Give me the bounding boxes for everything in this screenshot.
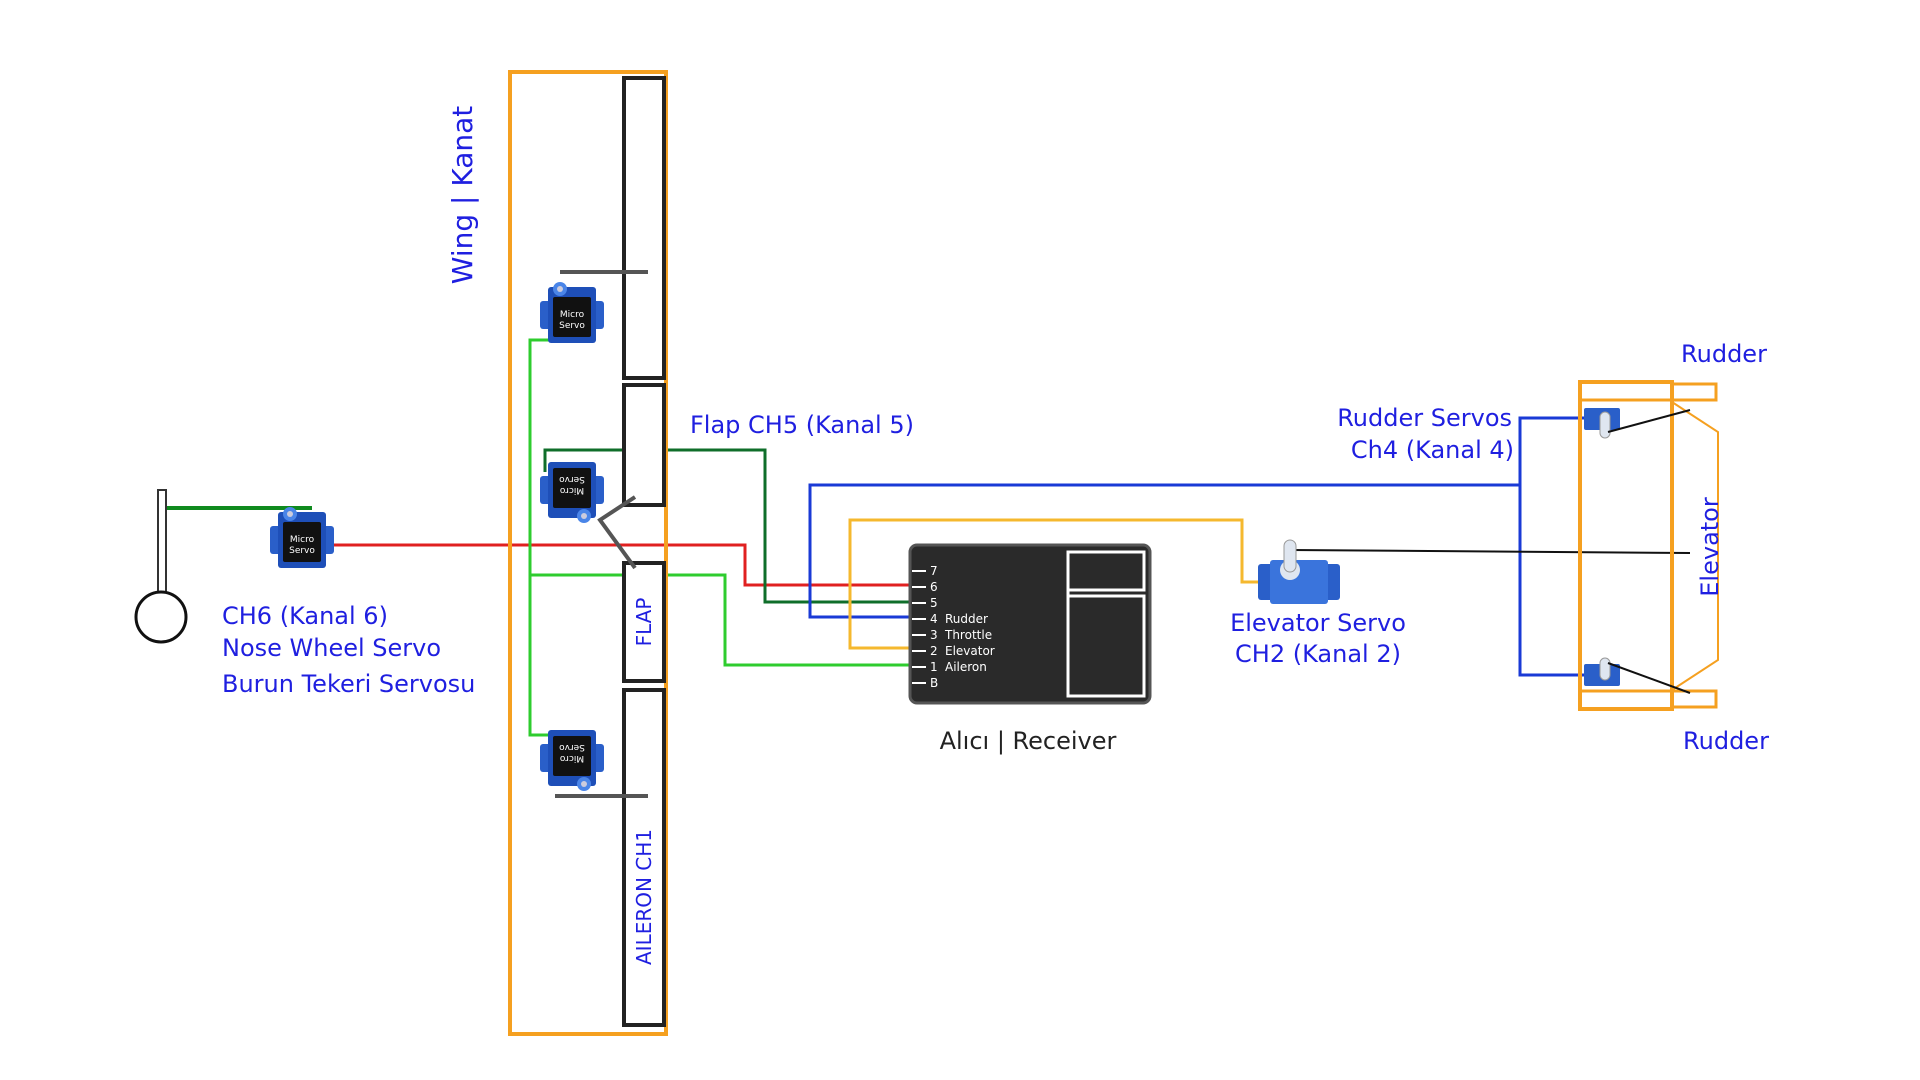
wing xyxy=(508,70,668,1036)
servo-text-2: Servo xyxy=(559,474,585,484)
servo-rudder-top xyxy=(1584,408,1620,439)
servo-text-1: Micro xyxy=(560,310,585,320)
nose-wheel-icon xyxy=(134,590,188,644)
wing-label: Wing | Kanat xyxy=(446,106,479,285)
receiver-pin-name: Elevator xyxy=(945,644,995,658)
receiver-pin-number: 4 xyxy=(930,612,938,626)
tail xyxy=(1578,380,1719,711)
receiver-pin-number: 6 xyxy=(930,580,938,594)
servo-rudder-bottom xyxy=(1584,657,1620,686)
elevator-servo-label: Elevator Servo xyxy=(1230,609,1406,637)
servo-flap: Micro Servo xyxy=(540,462,604,523)
wire-ch1-green-branch xyxy=(530,573,915,667)
nose-servo-label-en: Nose Wheel Servo xyxy=(222,634,441,662)
servo-upper-aileron: Micro Servo xyxy=(540,282,604,343)
flap-surface xyxy=(622,561,666,683)
rudder-linkage-top xyxy=(1607,409,1691,433)
receiver-body xyxy=(908,543,1152,705)
receiver-pin-name: Throttle xyxy=(944,628,992,642)
wire-ch2-yellow xyxy=(848,518,1268,650)
rudder-bottom-label: Rudder xyxy=(1683,727,1769,755)
nose-channel-label: CH6 (Kanal 6) xyxy=(222,602,388,630)
servo-elevator xyxy=(1258,539,1340,604)
receiver-pin-name: Aileron xyxy=(945,660,987,674)
nose-wheel xyxy=(134,489,188,644)
nose-servo-label-tr: Burun Tekeri Servosu xyxy=(222,670,475,698)
tail-frame xyxy=(1578,380,1674,711)
tail-bottom-bar xyxy=(1578,689,1674,711)
elevator-pushrod xyxy=(1289,549,1691,554)
wire-ch5-dark-green xyxy=(543,448,915,604)
wire-ch1-green xyxy=(528,338,560,737)
rudder-servos-label: Rudder Servos xyxy=(1337,404,1512,432)
servo-text-1: Micro xyxy=(290,535,315,545)
servo-text-2: Servo xyxy=(289,546,315,556)
flap-label: FLAP xyxy=(632,598,656,647)
receiver-pin-number: 1 xyxy=(930,660,938,674)
elevator-label: Elevator xyxy=(1696,497,1724,597)
rudder-channel-label: Ch4 (Kanal 4) xyxy=(1351,436,1514,464)
upper-control-surface xyxy=(622,76,666,380)
receiver-label: Alıcı | Receiver xyxy=(940,727,1117,755)
servo-text-1: Micro xyxy=(559,753,584,763)
servo-text-2: Servo xyxy=(559,742,585,752)
rudder-linkage-bottom xyxy=(1607,662,1691,694)
rudder-top-label: Rudder xyxy=(1681,340,1767,368)
receiver-pin-number: 7 xyxy=(930,564,938,578)
wing-outline xyxy=(508,70,668,1036)
linkage-flap xyxy=(597,495,637,570)
receiver-pin-number: B xyxy=(930,676,938,690)
servo-text-1: Micro xyxy=(559,485,584,495)
rudder-top-surface xyxy=(1670,382,1718,402)
receiver-pin-number: 5 xyxy=(930,596,938,610)
elevator-channel-label: CH2 (Kanal 2) xyxy=(1235,640,1401,668)
aileron-label: AILERON CH1 xyxy=(632,829,656,965)
upper-flap-surface xyxy=(622,383,666,507)
rudder-bottom-surface xyxy=(1670,689,1718,709)
elevator-surface xyxy=(1671,401,1719,691)
wire-ch6-red xyxy=(330,543,915,587)
servo-nose-wheel: Micro Servo xyxy=(270,507,334,568)
servo-text-2: Servo xyxy=(559,321,585,331)
elevator-servo-horn xyxy=(1283,539,1297,573)
flap-channel-label: Flap CH5 (Kanal 5) xyxy=(690,411,914,439)
aileron-surface xyxy=(622,688,666,1027)
wire-rudder-bus xyxy=(1518,416,1590,677)
receiver-pin-number: 2 xyxy=(930,644,938,658)
receiver-pin-number: 3 xyxy=(930,628,938,642)
wire-ch4-blue xyxy=(808,483,1520,619)
tail-top-bar xyxy=(1578,380,1674,402)
servo-lower-aileron: Micro Servo xyxy=(540,730,604,791)
receiver-pin-name: Rudder xyxy=(945,612,988,626)
